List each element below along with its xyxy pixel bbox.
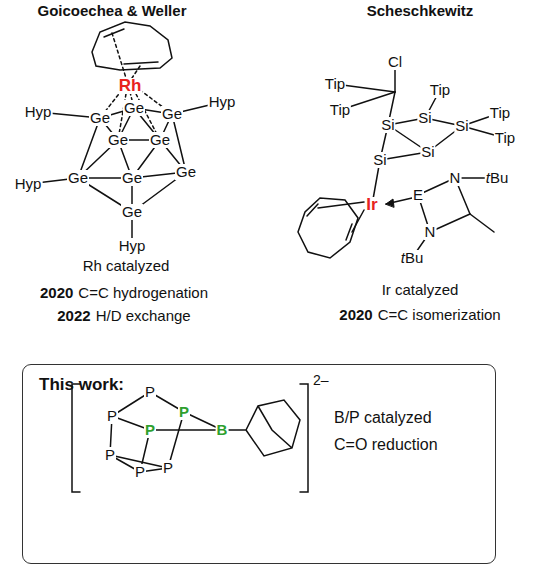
atom-label: Hyp [118,238,147,254]
atom-label: Tip [429,82,451,98]
atom-label: Ge [123,100,145,116]
double-bond [346,224,352,240]
atom-label: Ge [161,106,183,122]
bbn-ring [222,400,300,456]
caption-text: Ir catalyzed [382,282,459,298]
year-label: 2020 [40,284,73,302]
caption-row: 2022 H/D exchange [57,307,190,325]
silicon-bonds [335,62,505,205]
atom-label: Cl [387,54,403,70]
atom-label: E [412,187,424,203]
atom-label: N [449,170,462,186]
ligand-bonds [386,178,497,258]
highlight-box: This work: [22,364,496,564]
atom-label: Ge [149,132,171,148]
atom-label: P [144,422,156,438]
atom-label: Tip [329,102,351,118]
group-heading: Scheschkewitz [367,3,474,19]
atom-label: Ge [107,132,129,148]
caption-text: 2– [313,372,329,388]
ir-coordination [318,202,364,208]
year-label: 2020 [339,306,372,324]
atom-label: Ir [365,197,378,213]
year-label: 2022 [57,307,90,325]
ge-cluster-bonds [28,102,222,246]
atom-label: Si [372,152,387,168]
atom-label: Tip [324,76,346,92]
atom-label: P [162,460,174,476]
caption-text: H/D exchange [96,307,191,325]
atom-label: Ge [121,204,143,220]
atom-label: Ge [175,164,197,180]
atom-label: Si [420,144,435,160]
caption-text: C=O reduction [334,437,438,453]
atom-label: B [216,422,229,438]
atom-label: tBu [485,170,510,186]
atom-label: Si [380,117,395,133]
cod-ring [92,22,172,70]
atom-label: N [424,224,437,240]
atom-label: Ge [67,170,89,186]
atom-label: P [144,384,156,400]
double-bond [104,29,124,37]
bracket [72,384,80,492]
atom-label: Ge [121,170,143,186]
atom-label: Tip [494,130,516,146]
caption-row: 2020 C=C hydrogenation [40,284,208,302]
atom-label: Hyp [24,104,53,120]
atom-label: Ge [89,110,111,126]
atom-label: Rh [118,78,143,94]
ir-coordination [352,210,364,232]
caption-text: B/P catalyzed [334,410,432,426]
double-bond [124,62,158,64]
atom-label: P [178,404,190,420]
caption-text: Rh catalyzed [83,258,170,274]
caption-text: C=C hydrogenation [78,284,208,302]
atom-label: Tip [489,105,511,121]
caption-text: C=C isomerization [378,306,501,324]
atom-label: Hyp [14,176,43,192]
atom-label: P [104,447,116,463]
bracket [300,384,308,492]
atom-label: Hyp [208,94,237,110]
atom-label: Si [417,110,432,126]
group-heading: Goicoechea & Weller [38,3,187,19]
caption-row: 2020 C=C isomerization [339,306,500,324]
atom-label: P [106,408,118,424]
atom-label: P [134,464,146,480]
double-bond [307,204,318,216]
atom-label: Si [454,118,469,134]
box-heading: This work: [39,375,124,395]
atom-label: tBu [400,250,425,266]
